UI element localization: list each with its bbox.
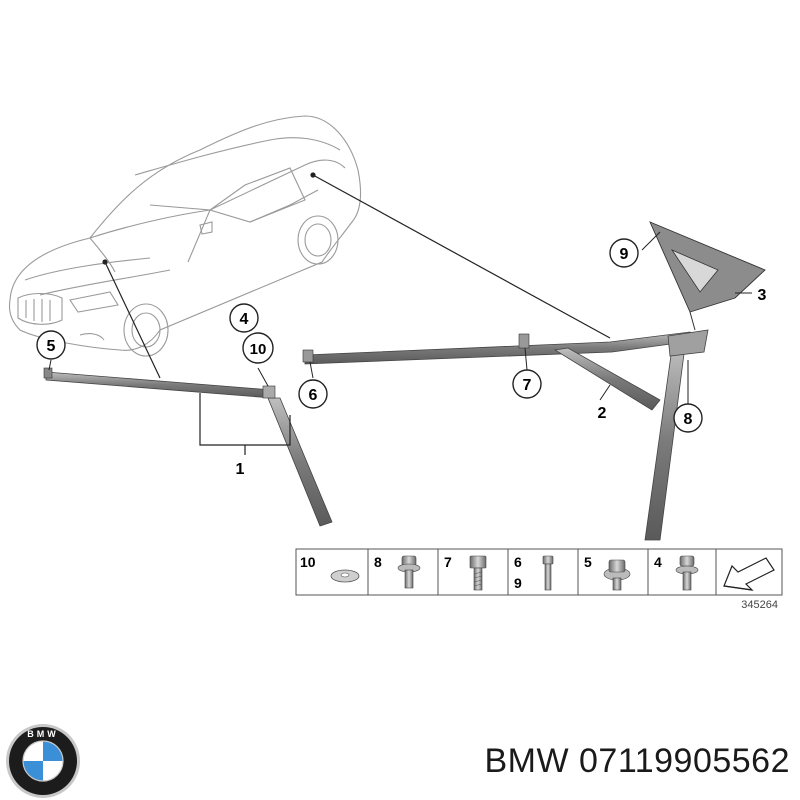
flange-bolt-icon xyxy=(397,555,421,589)
bmw-logo-icon: BMW xyxy=(6,724,80,798)
washer-icon xyxy=(330,569,360,583)
svg-text:6: 6 xyxy=(309,387,318,404)
fastener-legend: 10 8 7 6 9 5 4 xyxy=(295,548,783,596)
legend-label-9: 9 xyxy=(514,575,522,591)
direction-arrow-icon xyxy=(723,557,775,591)
legend-label-6: 6 xyxy=(514,554,522,570)
pin-bolt-icon xyxy=(542,555,554,591)
part-number-label: BMW 07119905562 xyxy=(484,742,790,780)
part-2-leaders xyxy=(309,231,752,405)
car-marker-front xyxy=(102,259,108,265)
car-outline xyxy=(8,115,362,357)
callout-8: 8 xyxy=(673,403,703,433)
hex-bolt-icon xyxy=(469,555,487,591)
car-marker-rear xyxy=(310,172,316,178)
part-1-leaders xyxy=(48,359,269,387)
svg-text:8: 8 xyxy=(684,411,693,428)
legend-label-5: 5 xyxy=(584,554,592,570)
svg-text:9: 9 xyxy=(620,246,629,263)
label-1: 1 xyxy=(236,461,245,478)
label-2: 2 xyxy=(598,405,607,422)
part-1-bracket xyxy=(199,393,291,455)
svg-text:BMW: BMW xyxy=(27,729,59,739)
strut-mount-bracket xyxy=(649,221,766,331)
reference-number: 345264 xyxy=(741,599,778,611)
callout-10: 10 xyxy=(242,332,274,364)
svg-text:10: 10 xyxy=(250,341,267,358)
legend-label-7: 7 xyxy=(444,554,452,570)
legend-label-10: 10 xyxy=(300,554,316,570)
callout-4: 4 xyxy=(229,303,259,333)
front-strut-bar xyxy=(43,367,333,527)
callout-9: 9 xyxy=(609,238,639,268)
label-3: 3 xyxy=(758,287,767,304)
svg-text:4: 4 xyxy=(240,311,249,328)
rear-strut-brace xyxy=(302,329,709,541)
stud-bolt-icon xyxy=(675,555,699,591)
svg-text:5: 5 xyxy=(47,338,56,355)
svg-text:7: 7 xyxy=(523,377,532,394)
callout-7: 7 xyxy=(512,369,542,399)
callout-6: 6 xyxy=(298,379,328,409)
legend-label-8: 8 xyxy=(374,554,382,570)
leader-lines xyxy=(104,174,611,379)
legend-label-4: 4 xyxy=(654,554,662,570)
large-flange-bolt-icon xyxy=(603,559,631,591)
callout-5: 5 xyxy=(36,330,66,360)
